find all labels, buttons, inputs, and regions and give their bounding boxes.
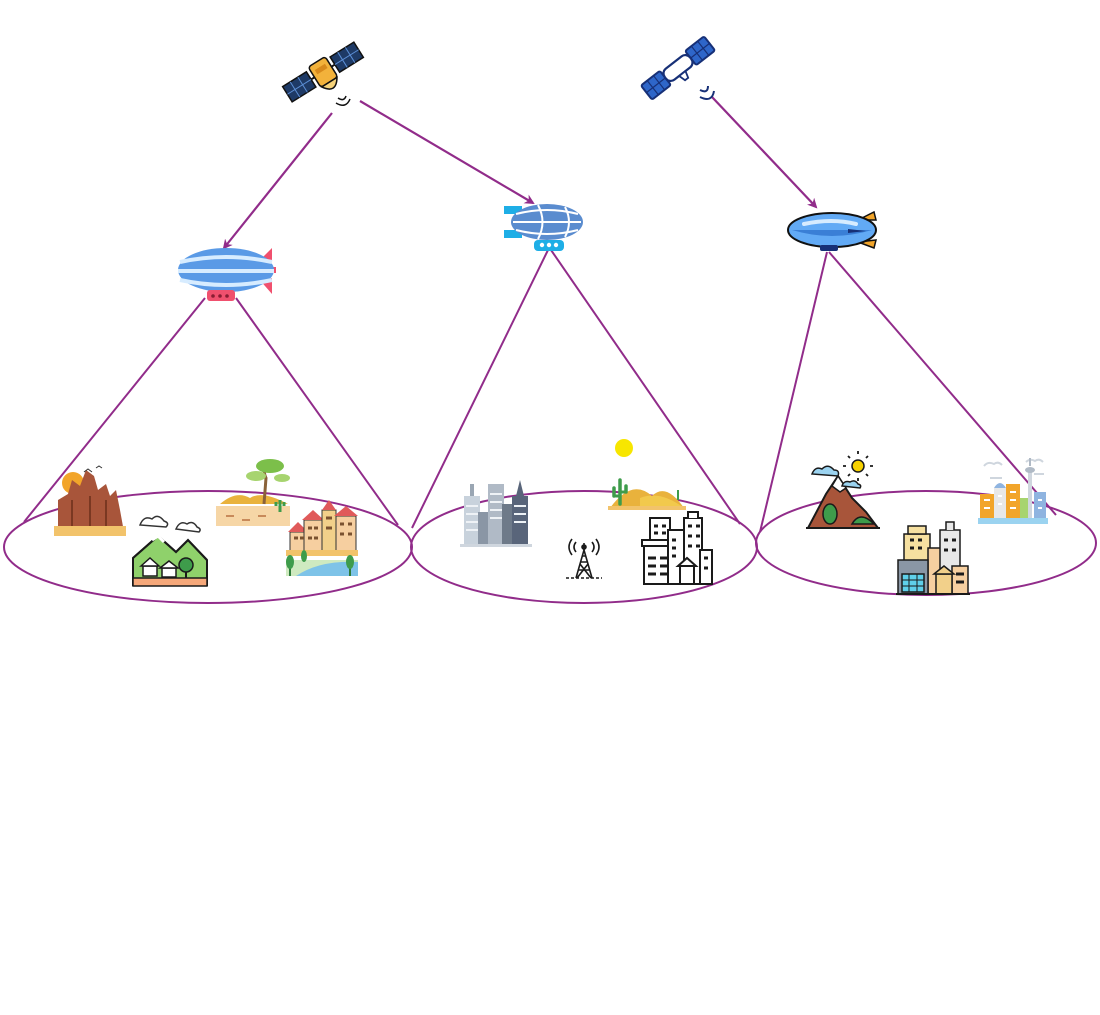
coverage-cones: [23, 249, 1057, 533]
cone-line: [235, 297, 399, 526]
desert-sun-icon: [608, 439, 686, 510]
satellite-icon: [281, 41, 365, 103]
cone-line: [759, 251, 828, 533]
mountain-village-icon: [132, 515, 208, 587]
satellite-links: [222, 96, 818, 250]
city-buildings-icon: [641, 511, 713, 585]
skyscrapers-icon: [460, 480, 532, 547]
signal-waves-icon: [335, 95, 351, 106]
zeppelin-icon: [504, 204, 583, 251]
satellite-navy-icon: [640, 36, 716, 100]
satellite-2-to-airship-3: [711, 96, 818, 209]
signal-waves-icon: [699, 85, 715, 100]
striped-blimp-icon: [178, 248, 276, 301]
satellite-1-to-airship-1: [222, 112, 333, 250]
cone-line: [23, 297, 206, 523]
satellite-1-to-airship-2: [359, 100, 535, 205]
cone-line: [411, 249, 549, 529]
cell-tower-icon: [566, 538, 602, 579]
town-icon: [286, 500, 358, 576]
mountain-sun-icon: [806, 451, 880, 529]
canyon-icon: [54, 465, 126, 536]
downtown-buildings-icon: [896, 521, 970, 595]
desert-tree-icon: [216, 459, 290, 526]
blimp-icon: [787, 210, 877, 251]
city-skyline-icon: [978, 458, 1048, 524]
cone-line: [550, 249, 741, 525]
cone-line: [828, 251, 1057, 516]
